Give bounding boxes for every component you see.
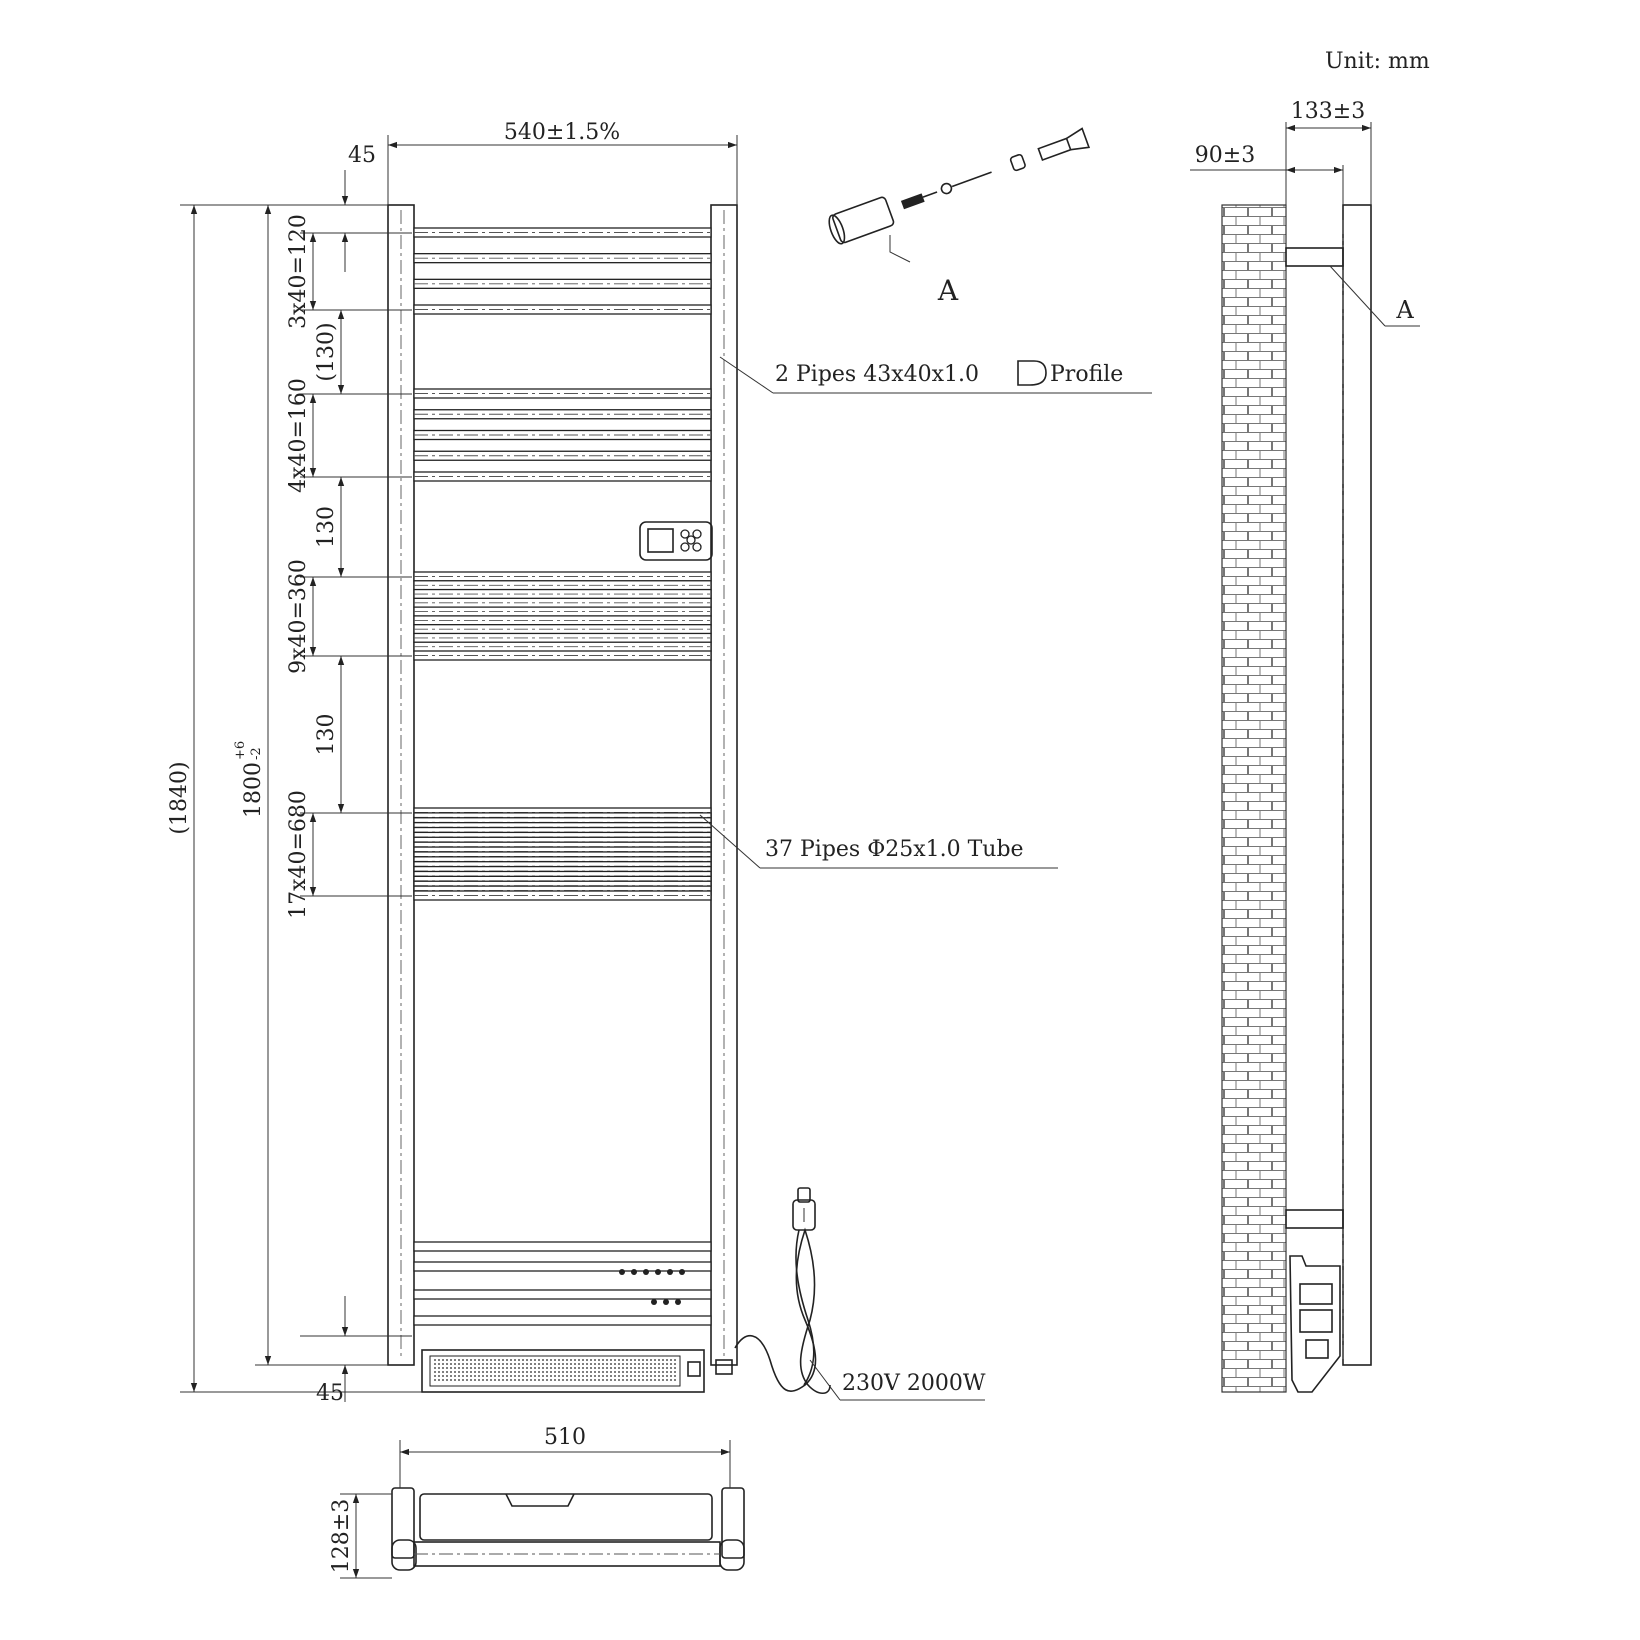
side-view: A — [1221, 204, 1420, 1393]
pipe-height-tol-lower: -2 — [249, 747, 264, 760]
horizontal-tube — [413, 1315, 712, 1326]
front-width-label: 540±1.5% — [504, 120, 620, 145]
front-dimensions: 540±1.5% 45 (1840) 1800 +6 -2 3x40=120(1… — [167, 120, 738, 1406]
detail-a-exploded: A — [828, 127, 1091, 307]
profile-word: Profile — [1050, 362, 1123, 387]
detail-a-label: A — [937, 274, 959, 307]
bottom-offset-label: 45 — [316, 1381, 344, 1406]
left-profile-pipe — [387, 204, 415, 1366]
bottom-depth-label: 128±3 — [329, 1499, 354, 1573]
pipe-height-label: 1800 — [241, 762, 266, 818]
power-label: 230V 2000W — [842, 1371, 986, 1396]
front-view — [387, 204, 738, 1393]
spacing-label: 130 — [314, 714, 339, 756]
top-offset-label: 45 — [348, 143, 376, 168]
heater-box — [421, 1349, 733, 1393]
horizontal-tube — [413, 1261, 712, 1272]
tube-group — [413, 227, 712, 1326]
wall-offset-label: 90±3 — [1195, 143, 1255, 168]
spacing-label: 9x40=360 — [286, 559, 311, 674]
side-callout-a: A — [1395, 296, 1414, 324]
bottom-width-label: 510 — [544, 1425, 586, 1450]
spacing-label: (130) — [314, 322, 339, 381]
side-dimensions: 133±3 90±3 — [1190, 99, 1372, 205]
overall-height-label: (1840) — [167, 761, 192, 834]
horizontal-tube — [413, 1289, 712, 1300]
brick-wall — [1221, 204, 1287, 1393]
power-cord: 230V 2000W — [734, 1187, 986, 1401]
unit-label: Unit: mm — [1325, 49, 1430, 74]
right-profile-pipe — [710, 204, 738, 1366]
spacing-dimension-chain: 3x40=120(130)4x40=1601309x40=36013017x40… — [286, 214, 412, 1337]
profile-shape-icon — [1017, 360, 1047, 386]
bottom-indicator-dots — [619, 1269, 685, 1305]
tube-callout: 37 Pipes Φ25x1.0 Tube — [699, 814, 1058, 869]
spacing-label: 17x40=680 — [286, 790, 311, 919]
spacing-label: 3x40=120 — [286, 214, 311, 329]
spacing-label: 4x40=160 — [286, 378, 311, 493]
control-panel — [639, 521, 713, 561]
profile-callout: 2 Pipes 43x40x1.0 Profile — [719, 356, 1152, 394]
spacing-label: 130 — [314, 506, 339, 548]
horizontal-tube — [413, 1241, 712, 1252]
bottom-dimensions: 510 128±3 — [329, 1425, 731, 1579]
bottom-view — [391, 1487, 745, 1571]
tube-callout-label: 37 Pipes Φ25x1.0 Tube — [765, 837, 1024, 862]
pipe-height-tol-upper: +6 — [233, 741, 248, 760]
side-depth-label: 133±3 — [1291, 99, 1365, 124]
profile-callout-label: 2 Pipes 43x40x1.0 — [775, 362, 979, 387]
